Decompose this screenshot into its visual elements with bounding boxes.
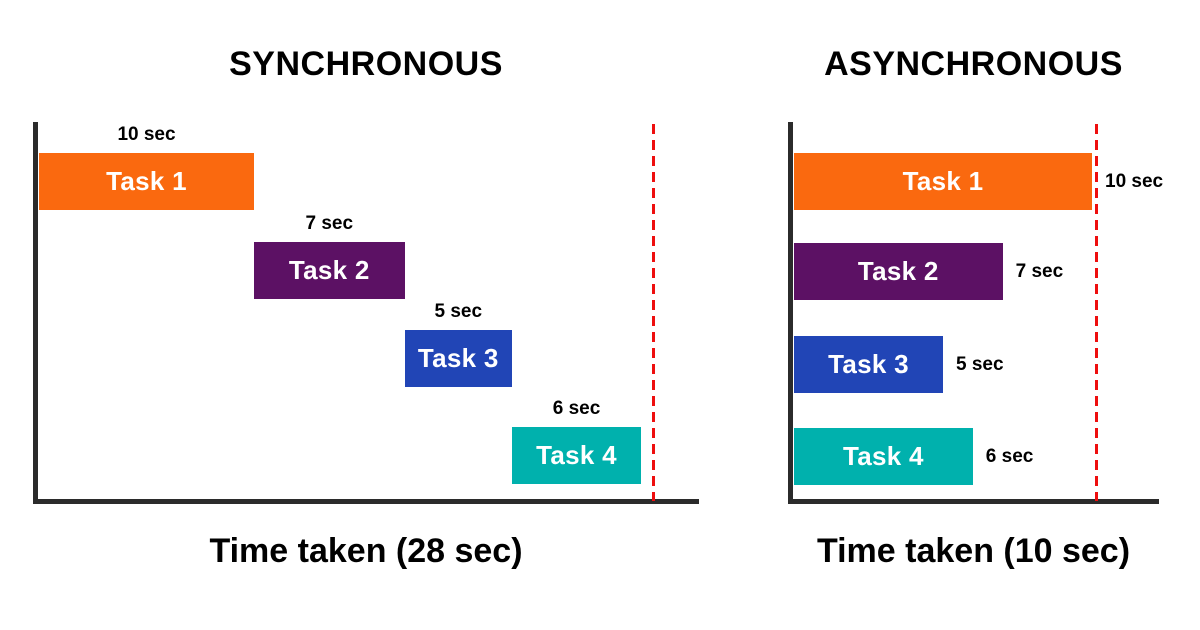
deadline-line [1095, 124, 1098, 501]
task-label: Task 4 [842, 441, 924, 471]
task-label: Task 4 [536, 440, 617, 470]
task-bar: Task 2 [794, 243, 1003, 300]
task-label: Task 3 [417, 343, 499, 373]
task-bar: Task 3 [404, 330, 512, 387]
task-label: Task 1 [902, 166, 984, 196]
time-taken-label: Time taken (28 sec) [209, 532, 523, 570]
duration-label: 10 sec [117, 124, 176, 145]
task-label: Task 2 [857, 256, 939, 286]
panel-title: SYNCHRONOUS [229, 45, 503, 83]
task-bar: Task 4 [794, 428, 973, 485]
y-axis [788, 122, 793, 504]
task-bar: Task 4 [512, 427, 641, 484]
y-axis [33, 122, 38, 504]
duration-label: 10 sec [1105, 171, 1164, 192]
task-label: Task 3 [828, 349, 909, 379]
duration-label: 7 sec [305, 213, 354, 234]
duration-label: 5 sec [956, 354, 1004, 375]
task-bar: Task 1 [39, 153, 254, 210]
x-axis [33, 499, 699, 504]
deadline-line [652, 124, 655, 501]
duration-label: 7 sec [1015, 261, 1064, 282]
task-bar: Task 3 [794, 336, 943, 393]
panel-title: ASYNCHRONOUS [824, 45, 1123, 83]
task-bar: Task 2 [254, 242, 405, 299]
duration-label: 5 sec [434, 301, 483, 322]
task-label: Task 1 [106, 166, 187, 196]
task-label: Task 2 [288, 255, 370, 285]
task-bar: Task 1 [794, 153, 1092, 210]
duration-label: 6 sec [985, 446, 1034, 467]
x-axis [788, 499, 1159, 504]
time-taken-label: Time taken (10 sec) [816, 532, 1131, 570]
duration-label: 6 sec [552, 398, 601, 419]
